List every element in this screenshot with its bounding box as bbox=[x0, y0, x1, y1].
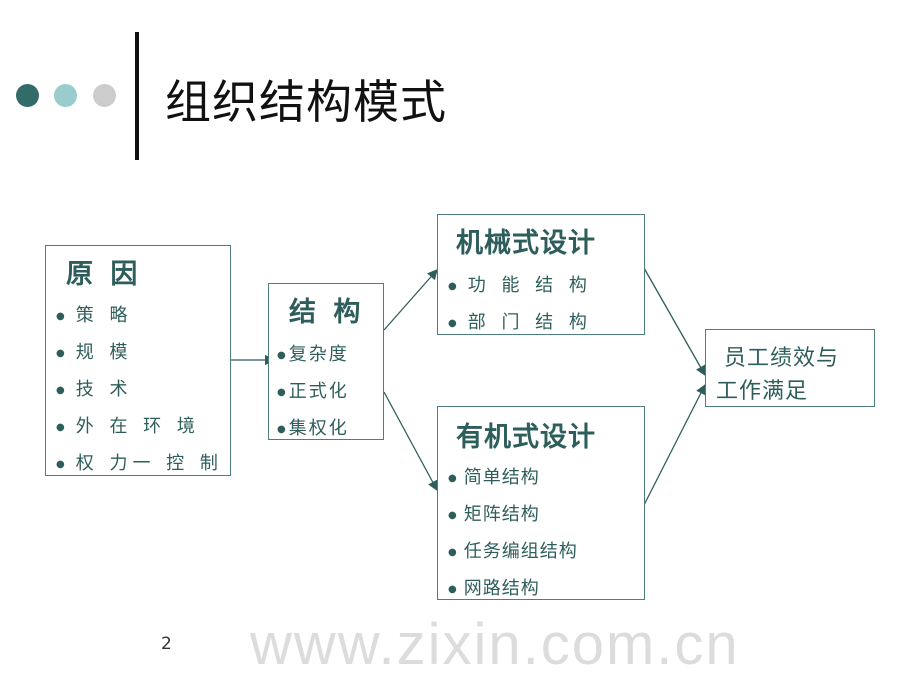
decor-dot-1 bbox=[16, 84, 39, 107]
mechanistic-item: ●功 能 结 构 bbox=[448, 275, 592, 296]
arrow-structure-mechanistic bbox=[383, 269, 438, 331]
cause-item: ●外 在 环 境 bbox=[56, 416, 200, 437]
title-divider bbox=[135, 32, 139, 160]
causes-box: 原 因 ●策 略 ●规 模 ●技 术 ●外 在 环 境 ●权 力一 控 制 bbox=[45, 245, 231, 476]
decor-dot-3 bbox=[93, 84, 116, 107]
organic-box: 有机式设计 ●简单结构 ●矩阵结构 ●任务编组结构 ●网路结构 bbox=[437, 406, 645, 600]
arrow-mechanistic-outcome bbox=[643, 267, 706, 377]
structure-box: 结 构 ●复杂度 ●正式化 ●集权化 bbox=[268, 283, 384, 440]
structure-heading: 结 构 bbox=[289, 297, 365, 328]
watermark: www.zixin.com.cn bbox=[250, 612, 740, 677]
structure-item: ●正式化 bbox=[277, 381, 349, 402]
organic-heading: 有机式设计 bbox=[456, 422, 596, 453]
cause-item: ●策 略 bbox=[56, 305, 133, 326]
arrow-organic-outcome bbox=[643, 383, 706, 506]
outcome-line-1: 员工绩效与 bbox=[724, 346, 840, 371]
organic-item: ●简单结构 bbox=[448, 467, 540, 488]
arrow-structure-organic bbox=[383, 391, 438, 492]
mechanistic-heading: 机械式设计 bbox=[456, 228, 596, 259]
organic-item: ●任务编组结构 bbox=[448, 541, 578, 562]
causes-heading: 原 因 bbox=[66, 259, 142, 290]
outcome-line-2: 工作满足 bbox=[716, 379, 809, 404]
cause-item: ●规 模 bbox=[56, 342, 133, 363]
cause-item: ●权 力一 控 制 bbox=[56, 453, 223, 474]
outcome-box: 员工绩效与 工作满足 bbox=[705, 329, 875, 407]
organic-item: ●网路结构 bbox=[448, 578, 540, 599]
mechanistic-item: ●部 门 结 构 bbox=[448, 312, 592, 333]
structure-item: ●复杂度 bbox=[277, 344, 349, 365]
slide-title: 组织结构模式 bbox=[165, 75, 447, 129]
decor-dot-2 bbox=[54, 84, 77, 107]
organic-item: ●矩阵结构 bbox=[448, 504, 540, 525]
mechanistic-box: 机械式设计 ●功 能 结 构 ●部 门 结 构 bbox=[437, 214, 645, 335]
structure-item: ●集权化 bbox=[277, 418, 349, 439]
cause-item: ●技 术 bbox=[56, 379, 133, 400]
page-number: 2 bbox=[161, 634, 172, 654]
